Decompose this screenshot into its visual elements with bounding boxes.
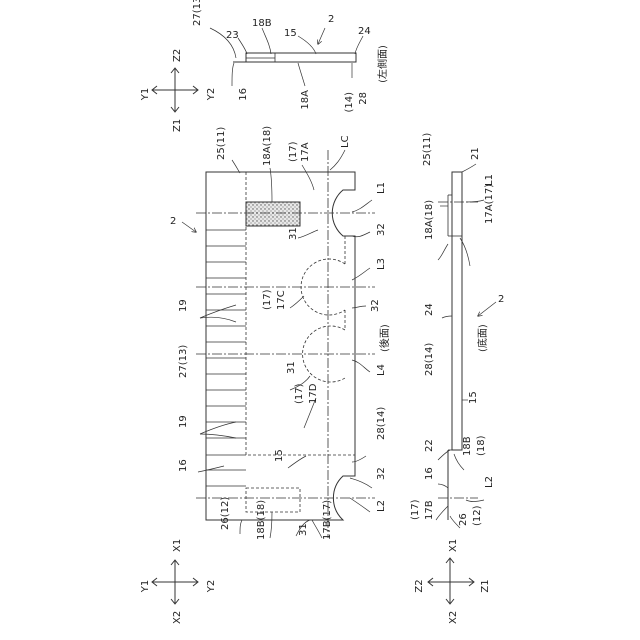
side-axis-x1: X1	[448, 539, 459, 552]
top-label-14: (14)	[344, 92, 355, 113]
top-label-15: 15	[284, 28, 297, 39]
top-ref-2: 2	[328, 14, 334, 25]
side-label-l2: L2	[484, 476, 495, 488]
main-label-17a: 17A	[300, 142, 311, 162]
top-label-16: 16	[238, 88, 249, 101]
side-view-plate	[452, 172, 462, 450]
side-label-24: 24	[424, 303, 435, 316]
side-ref-2: 2	[498, 294, 504, 305]
side-label-17: (17)	[410, 499, 421, 520]
side-label-22: 22	[424, 439, 435, 452]
main-label-32b: 32	[370, 299, 381, 312]
top-label-27-13: 27(13)	[192, 0, 203, 26]
side-label-21: 21	[470, 147, 481, 160]
main-view: 2 25(11) 18A(18) (17) 17A LC L1 32 L3 32…	[140, 126, 391, 624]
main-label-25-11: 25(11)	[216, 127, 227, 160]
side-label-17a-17: 17A(17)	[484, 184, 495, 224]
side-label-18: (18)	[476, 435, 487, 456]
top-axis-z2: Z2	[172, 49, 183, 62]
socket-17c	[301, 259, 345, 315]
top-label-28: 28	[358, 92, 369, 105]
top-label-23: 23	[226, 30, 239, 41]
side-label-26: 26	[458, 513, 469, 526]
main-label-lc: LC	[340, 135, 351, 148]
main-label-l3: L3	[376, 258, 387, 270]
main-label-19b: 19	[178, 415, 189, 428]
top-axis-z1: Z1	[172, 119, 183, 132]
main-label-31b: 31	[286, 361, 297, 374]
main-label-18b-18: 18B(18)	[256, 500, 267, 540]
side-axis-z1: Z1	[480, 579, 491, 592]
main-label-19a: 19	[178, 299, 189, 312]
top-view: 27(13) 23 18B 15 24 16 18A (14) 28 (左側面)…	[140, 0, 389, 132]
side-label-28-14: 28(14)	[424, 343, 435, 376]
pad-18a	[246, 202, 300, 226]
main-label-26-12: 26(12)	[220, 497, 231, 530]
main-label-31c: 31	[298, 523, 309, 536]
main-label-17c: 17C	[276, 290, 287, 310]
side-label-18a-18: 18A(18)	[424, 200, 435, 240]
main-view-name: (後面)	[378, 324, 391, 352]
side-view: 21 25(11) L1 18A(18) 17A(17) 24 (底面) 28(…	[410, 133, 504, 624]
main-axis-y2: Y2	[206, 580, 217, 593]
top-view-name: (左側面)	[376, 45, 389, 83]
fins-19	[206, 230, 246, 486]
top-label-24: 24	[358, 26, 371, 37]
main-label-17b-17: 17B(17)	[322, 500, 333, 540]
main-label-32a: 32	[376, 223, 387, 236]
main-label-27-13: 27(13)	[178, 345, 189, 378]
main-label-17: (17)	[288, 141, 299, 162]
main-axis-x2: X2	[172, 611, 183, 624]
top-axis-y2: Y2	[206, 88, 217, 101]
main-label-31a: 31	[288, 227, 299, 240]
side-label-15: 15	[468, 391, 479, 404]
main-label-l2: L2	[376, 500, 387, 512]
top-view-plate	[246, 53, 356, 62]
side-axis-z2: Z2	[414, 579, 425, 592]
main-axes: X1 X2 Y1 Y2	[140, 539, 217, 624]
top-axis-y1: Y1	[140, 88, 151, 101]
main-axis-y1: Y1	[140, 580, 151, 593]
pad-18b	[246, 488, 300, 512]
main-label-15: 15	[274, 449, 285, 462]
main-label-17-c: (17)	[262, 289, 273, 310]
top-axes: Z2 Z1 Y1 Y2	[140, 49, 217, 132]
main-label-16: 16	[178, 459, 189, 472]
main-label-l1: L1	[376, 182, 387, 194]
side-label-25-11: 25(11)	[422, 133, 433, 166]
side-axes: X1 X2 Z2 Z1	[414, 539, 491, 624]
main-label-17-d: (17)	[294, 383, 305, 404]
side-label-12: (12)	[472, 505, 483, 526]
main-label-18a-18: 18A(18)	[262, 126, 273, 166]
main-label-32c: 32	[376, 467, 387, 480]
main-label-28-14: 28(14)	[376, 407, 387, 440]
main-axis-x1: X1	[172, 539, 183, 552]
main-label-17d: 17D	[308, 383, 319, 404]
side-label-16: 16	[424, 467, 435, 480]
side-view-name: (底面)	[476, 324, 489, 352]
side-axis-x2: X2	[448, 611, 459, 624]
main-ref-2: 2	[170, 216, 176, 227]
side-label-17b: 17B	[424, 500, 435, 520]
main-label-l4: L4	[376, 364, 387, 376]
side-label-18b: 18B	[462, 436, 473, 456]
top-label-18b: 18B	[252, 18, 272, 29]
top-label-18a: 18A	[300, 90, 311, 110]
